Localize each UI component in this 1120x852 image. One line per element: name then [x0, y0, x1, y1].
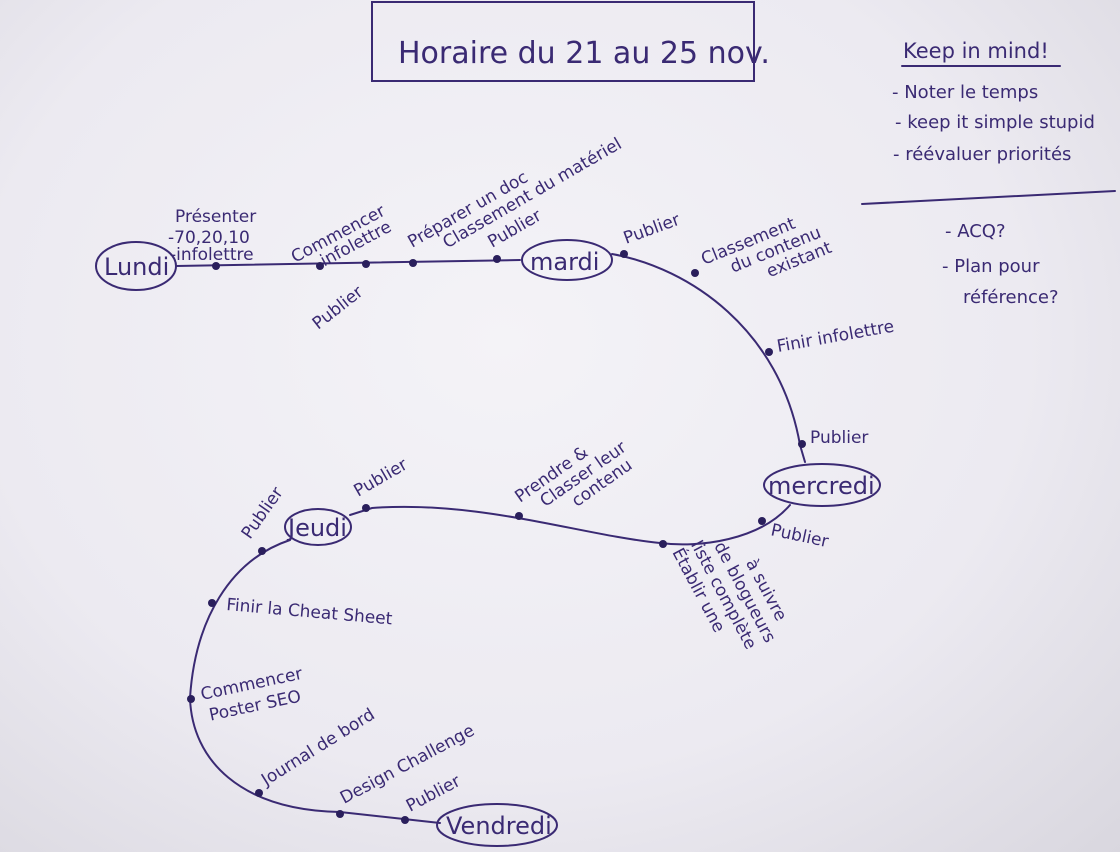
keep-in-mind-item: - réévaluer priorités — [893, 144, 1071, 165]
task-label: Publier — [621, 210, 683, 249]
task-label: Finir infolettre — [775, 317, 895, 357]
task-label: Présenter — [175, 207, 256, 227]
page-title: Horaire du 21 au 25 nov. — [398, 36, 770, 71]
day-node-jeudi — [284, 508, 352, 546]
task-label: Publier — [810, 428, 868, 448]
timeline-path — [175, 253, 806, 824]
task-dot — [208, 599, 216, 607]
task-label: Publier — [769, 520, 830, 552]
task-dot — [493, 255, 501, 263]
day-label-lundi: Lundi — [104, 253, 169, 281]
day-node-mercredi — [763, 463, 881, 507]
task-label: Publier — [238, 484, 288, 543]
task-dot — [362, 260, 370, 268]
day-node-vendredi — [436, 803, 558, 847]
task-label: -infolettre — [170, 245, 254, 265]
task-label: Publier — [309, 282, 367, 334]
task-dot — [515, 512, 523, 520]
task-dot — [212, 262, 220, 270]
title-box — [371, 1, 755, 82]
task-dot — [798, 440, 806, 448]
day-node-mardi — [521, 239, 613, 281]
task-dot — [620, 250, 628, 258]
task-label: Classement du matériel — [439, 134, 625, 253]
task-dot — [316, 262, 324, 270]
day-label-mercredi: mercredi — [768, 472, 875, 500]
day-label-vendredi: Vendredi — [446, 812, 552, 840]
question-item: - Plan pour — [942, 256, 1040, 277]
question-item: - ACQ? — [945, 221, 1006, 242]
day-label-jeudi: Jeudi — [286, 514, 347, 542]
task-dot — [765, 348, 773, 356]
task-dot — [758, 517, 766, 525]
question-item: référence? — [963, 287, 1059, 308]
task-dot — [258, 547, 266, 555]
task-dot — [255, 789, 263, 797]
task-dot — [659, 540, 667, 548]
day-node-lundi — [95, 241, 177, 291]
task-dot — [336, 810, 344, 818]
task-dot — [187, 695, 195, 703]
divider-line — [861, 190, 1116, 205]
task-label: Publier — [351, 455, 412, 502]
task-label: -70,20,10 — [168, 228, 250, 248]
day-label-mardi: mardi — [530, 248, 599, 276]
task-dot — [362, 504, 370, 512]
keep-in-mind-item: - keep it simple stupid — [895, 112, 1095, 133]
keep-in-mind-item: - Noter le temps — [892, 82, 1038, 103]
task-dot — [691, 269, 699, 277]
keep-in-mind-heading: Keep in mind! — [903, 39, 1049, 63]
task-dot — [409, 259, 417, 267]
task-label: Finir la Cheat Sheet — [226, 595, 394, 629]
task-dot — [401, 816, 409, 824]
